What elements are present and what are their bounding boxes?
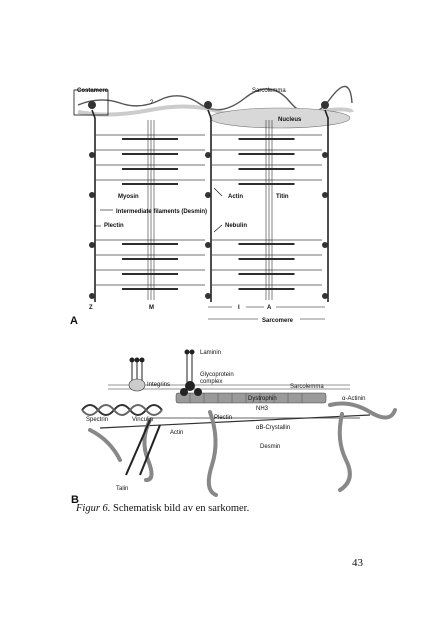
z-disc-line — [91, 109, 96, 302]
plectin-b-label: Plectin — [214, 415, 232, 421]
actin-label: Actin — [228, 194, 243, 200]
intermediate-filaments-label: Intermediate filaments (Desmin) — [116, 209, 207, 215]
figure-b: Laminin Glycoprotein complex Integrins S… — [71, 349, 397, 506]
z-disc-line — [324, 109, 329, 302]
m-lines — [147, 120, 273, 300]
z-disc-knob — [204, 101, 212, 109]
z-disc-knob — [89, 242, 95, 248]
plectin-label: Plectin — [104, 223, 124, 229]
z-disc-knob — [205, 293, 211, 299]
sarcomere-label: Sarcomere — [262, 318, 294, 324]
actin-b-label: Actin — [170, 430, 183, 436]
laminin-knobs — [129, 349, 202, 396]
nh3-label: NH3 — [256, 406, 269, 412]
ab-crystallin-label: αB-Crystallin — [256, 425, 290, 431]
z-disc-knob — [322, 152, 328, 158]
sarcolemma-label: Sarcolemma — [252, 88, 286, 94]
panel-b-label: B — [71, 494, 79, 506]
vinculin-label: Vinculin — [132, 417, 153, 423]
costamere-label: Costamere — [77, 88, 109, 94]
annotation-arrows — [94, 187, 325, 320]
z-disc-knob — [89, 293, 95, 299]
alpha-actinin-label: α-Actinin — [342, 396, 365, 402]
m-label: M — [149, 305, 154, 311]
filament-rows — [95, 134, 322, 290]
spectrin-label: Spectrin — [86, 417, 108, 423]
nucleus-label: Nucleus — [278, 117, 302, 123]
talin-label: Talin — [116, 486, 128, 492]
myosin-label: Myosin — [118, 194, 139, 200]
laminin-stalks — [131, 352, 193, 382]
titin-label: Titin — [276, 194, 289, 200]
i-label: I — [238, 305, 240, 311]
complex-label: complex — [200, 379, 222, 385]
a-label: A — [267, 305, 272, 311]
caption-text: Schematisk bild av en sarkomer. — [110, 503, 250, 514]
z-disc-knob — [205, 242, 211, 248]
panel-a-label: A — [70, 315, 78, 327]
laminin-label: Laminin — [200, 350, 221, 356]
z-disc-line — [207, 109, 212, 302]
integrin-shape — [128, 378, 146, 392]
z-disc-knob — [322, 293, 328, 299]
question-mark: ? — [150, 100, 154, 106]
desmin-label: Desmin — [260, 444, 280, 450]
actin-filament — [99, 414, 371, 429]
glycoprotein-label: Glycoprotein — [200, 372, 234, 378]
z-disc-knob — [89, 152, 95, 158]
nebulin-label: Nebulin — [225, 223, 247, 229]
spectrin-helix — [81, 404, 163, 416]
sarcolemma-b-label: Sarcolemma — [290, 384, 324, 390]
z-disc-knob — [321, 101, 329, 109]
dystrophin-rod — [175, 392, 327, 404]
caption-label: Figur 6. — [76, 503, 111, 514]
z-disc-knob — [89, 192, 95, 198]
z-disc-knob — [322, 192, 328, 198]
z-disc-knob — [205, 152, 211, 158]
figure-a: Costamere Sarcolemma ? Nucleus Myosin Ac… — [70, 85, 354, 327]
z-disc-knob — [205, 192, 211, 198]
z-disc-knob — [88, 101, 96, 109]
page-number: 43 — [352, 557, 363, 569]
z-lines — [88, 101, 329, 302]
talin-lines — [125, 419, 161, 476]
z-disc-knob — [322, 242, 328, 248]
figure-caption: Figur 6. Schematisk bild av en sarkomer. — [76, 503, 249, 514]
desmin-filaments — [88, 401, 397, 497]
dystrophin-label: Dystrophin — [248, 396, 277, 402]
integrins-label: Integrins — [147, 382, 170, 388]
z-label: Z — [89, 305, 93, 311]
costamere-box — [73, 89, 109, 116]
nucleus-shape — [209, 107, 351, 129]
